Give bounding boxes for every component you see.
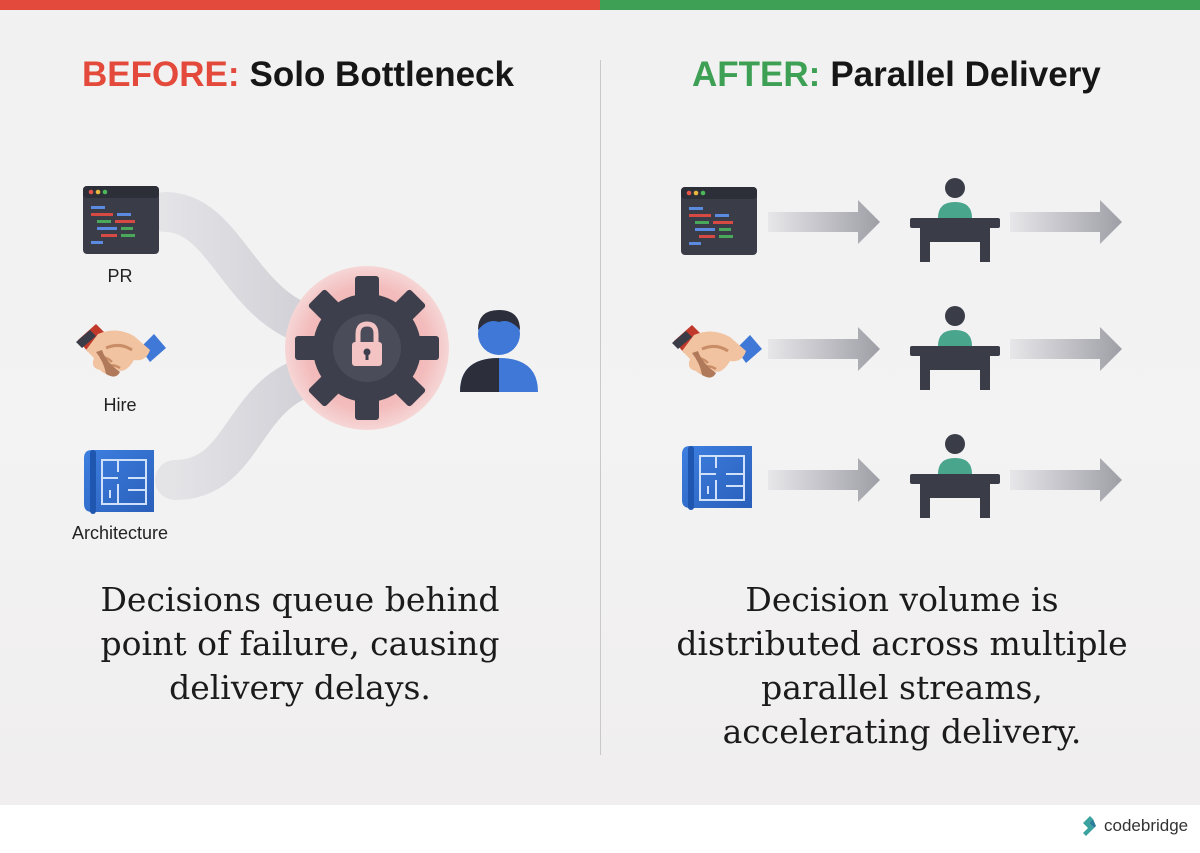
logo-text: codebridge (1104, 816, 1189, 835)
person-at-desk-icon (910, 306, 1000, 390)
before-heading: BEFORE:Solo Bottleneck (82, 55, 514, 95)
blueprint-icon (83, 449, 155, 515)
before-tag: BEFORE: (82, 55, 240, 94)
before-title: Solo Bottleneck (249, 55, 514, 94)
code-window-icon (83, 186, 159, 254)
after-tag: AFTER: (692, 55, 821, 94)
arrow-icon (1010, 458, 1122, 502)
after-top-bar (600, 0, 1200, 10)
before-input-label-hire: Hire (103, 395, 137, 415)
before-caption: Decisions queue behind point of failure,… (100, 580, 500, 707)
after-title: Parallel Delivery (830, 55, 1101, 94)
diagram-art (74, 178, 1122, 518)
codebridge-logo-icon (1083, 816, 1096, 836)
blueprint-icon (681, 445, 753, 511)
before-input-label-architecture: Architecture (71, 523, 169, 543)
after-stream-1 (681, 178, 1122, 262)
after-caption: Decision volume is distributed across mu… (676, 580, 1128, 751)
person-at-desk-icon (910, 178, 1000, 262)
arrow-icon (768, 327, 880, 371)
handshake-icon (74, 322, 168, 379)
arrow-icon (1010, 200, 1122, 244)
code-window-icon (681, 187, 757, 255)
after-heading: AFTER:Parallel Delivery (692, 55, 1101, 95)
after-stream-3 (681, 434, 1122, 518)
section-divider (600, 60, 601, 755)
arrow-icon (768, 458, 880, 502)
handshake-icon (670, 323, 764, 380)
before-input-label-pr: PR (107, 266, 133, 286)
arrow-icon (768, 200, 880, 244)
person-icon (460, 310, 538, 392)
codebridge-logo[interactable]: codebridge (1080, 815, 1188, 837)
person-at-desk-icon (910, 434, 1000, 518)
after-stream-2 (670, 306, 1122, 390)
arrow-icon (1010, 327, 1122, 371)
before-top-bar (0, 0, 600, 10)
gear-lock-icon (285, 266, 449, 430)
